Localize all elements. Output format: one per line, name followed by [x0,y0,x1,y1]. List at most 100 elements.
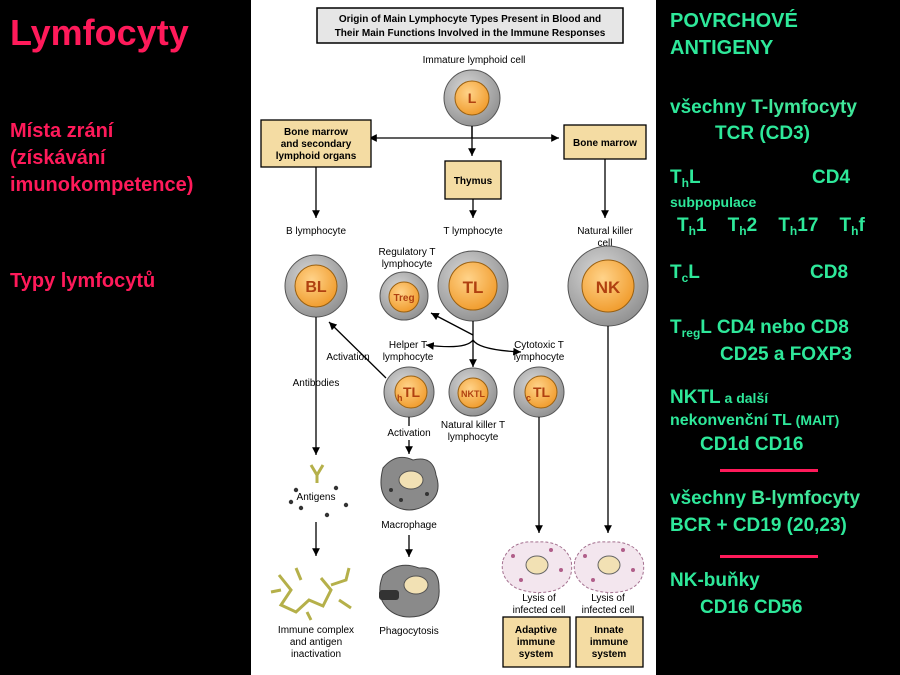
treg-markers: CD25 a FOXP3 [720,344,852,365]
macrophage-label: Macrophage [381,520,437,531]
phagocytosis-illustration [379,564,440,618]
immune-complex-illustration [270,567,352,621]
box-label: Bone marrow [573,138,637,149]
maturation-line: (získávání [10,147,106,169]
thf: Thf [839,215,865,238]
adaptive-system-box [502,616,571,668]
treg-row: TregL CD4 nebo CD8 [670,317,849,340]
system-label: immune [517,637,556,648]
macrophage-illustration [380,456,439,511]
nktl-row: NKTL a další [670,387,769,408]
cell-letter: NKTL [461,389,485,399]
th-row: ThL [670,166,701,190]
tcr-row: TCR (CD3) [715,123,810,144]
b-all-row: všechny B-lymfocyty [670,488,861,509]
cell-letter: NK [596,278,621,297]
box-label: and secondary [281,139,352,150]
heading-line: POVRCHOVÉ [670,10,798,32]
cell-subscript: h [397,393,403,403]
cytotoxic-label: lymphocyte [514,352,565,363]
activation-label: Activation [326,352,369,363]
nk-markers: CD16 CD56 [700,597,803,618]
system-label: Innate [594,625,624,636]
lymphocyte-origin-figure: Origin of Main Lymphocyte Types Present … [251,0,656,675]
system-label: immune [590,637,629,648]
nkt-label: lymphocyte [448,432,499,443]
immune-complex-label: inactivation [291,649,341,660]
subpopulation: subpopulace [670,194,757,210]
antigens-label: Antigens [297,492,336,503]
th17: Th17 [778,215,819,238]
slide-title: Lymfocyty [10,12,189,53]
surface-antigens-heading: POVRCHOVÉ ANTIGENY [670,8,798,62]
immune-complex-label: Immune complex [278,625,354,636]
bone-marrow-box [563,124,647,160]
cytotoxic-label: Cytotoxic T [514,340,564,351]
nk-cell-label: Natural killer [577,226,633,237]
th-sub: h [681,176,689,190]
lysed-cell-2 [573,541,645,594]
nkt-cell: NKTL [448,367,498,417]
nk-heading: NK-buňky [670,570,760,591]
lymphocyte-types: Typy lymfocytů [10,270,156,292]
divider [720,555,818,558]
divider [720,469,818,472]
figure-title-box [316,7,624,44]
innate-system-box [575,616,644,668]
activation-label: Activation [387,428,430,439]
maturation-line: Místa zrání [10,120,114,142]
b-lymphocyte-cell: BL [284,254,348,318]
system-label: system [519,649,554,660]
figure-title: Origin of Main Lymphocyte Types Present … [339,14,601,25]
t-lymphocyte-label: T lymphocyte [443,226,503,237]
t-all-prefix: všechny [670,97,752,118]
cell-letter: TL [403,384,421,400]
lysis-label: Lysis of [591,593,625,604]
t-lymphocyte-cell: TL [437,250,509,322]
cell-letter: L [468,90,477,106]
phagocytosis-label: Phagocytosis [379,626,438,637]
system-label: system [592,649,627,660]
helper-t-cell: h TL [383,366,435,418]
cell-letter: TL [463,278,484,297]
box-label: Thymus [454,176,493,187]
b-lymphocyte-label: B lymphocyte [286,226,346,237]
maturation-sites: Místa zrání (získávání imunokompetence) [10,118,193,199]
helper-label: Helper T [389,340,427,351]
th-L: L [688,167,701,188]
regulatory-label: Regulatory T [378,247,435,258]
th-cd4: CD4 [812,167,851,188]
nktl-markers: CD1d CD16 [700,434,804,455]
th1: Th1 [677,215,707,238]
tc-row: TcL [670,262,700,285]
antigens-illustration [288,464,349,518]
box-label: Bone marrow [284,127,348,138]
nkt-label: Natural killer T [441,420,505,431]
immune-complex-label: and antigen [290,637,342,648]
treg-cell: Treg [379,271,429,321]
heading-line: ANTIGENY [670,37,774,59]
immature-label: Immature lymphoid cell [423,55,526,66]
lysis-label: infected cell [582,605,635,616]
system-label: Adaptive [515,625,558,636]
cell-letter: TL [533,384,551,400]
th2: Th2 [727,215,758,238]
cell-letter: BL [305,279,327,296]
nonconventional-row: nekonvenční TL (MAIT) [670,412,840,429]
nk-cell: NK [567,245,649,327]
figure-title: Their Main Functions Involved in the Imm… [335,28,606,39]
figure-svg: Origin of Main Lymphocyte Types Present … [260,7,649,668]
bcr-row: BCR + CD19 (20,23) [670,515,847,536]
lysis-label: Lysis of [522,593,556,604]
helper-label: lymphocyte [383,352,434,363]
cytotoxic-t-cell: c TL [513,366,565,418]
lysis-label: infected cell [513,605,566,616]
box-label: lymphoid organs [276,151,357,162]
th-T: T [670,167,682,188]
maturation-line: imunokompetence) [10,174,194,196]
nk-cell-label: cell [597,238,612,249]
t-all-row: všechny T-lymfocyty [670,96,857,120]
t-all-highlight: T-lymfocyty [751,97,857,118]
cell-subscript: c [526,393,531,403]
tc-cd8: CD8 [810,262,849,283]
